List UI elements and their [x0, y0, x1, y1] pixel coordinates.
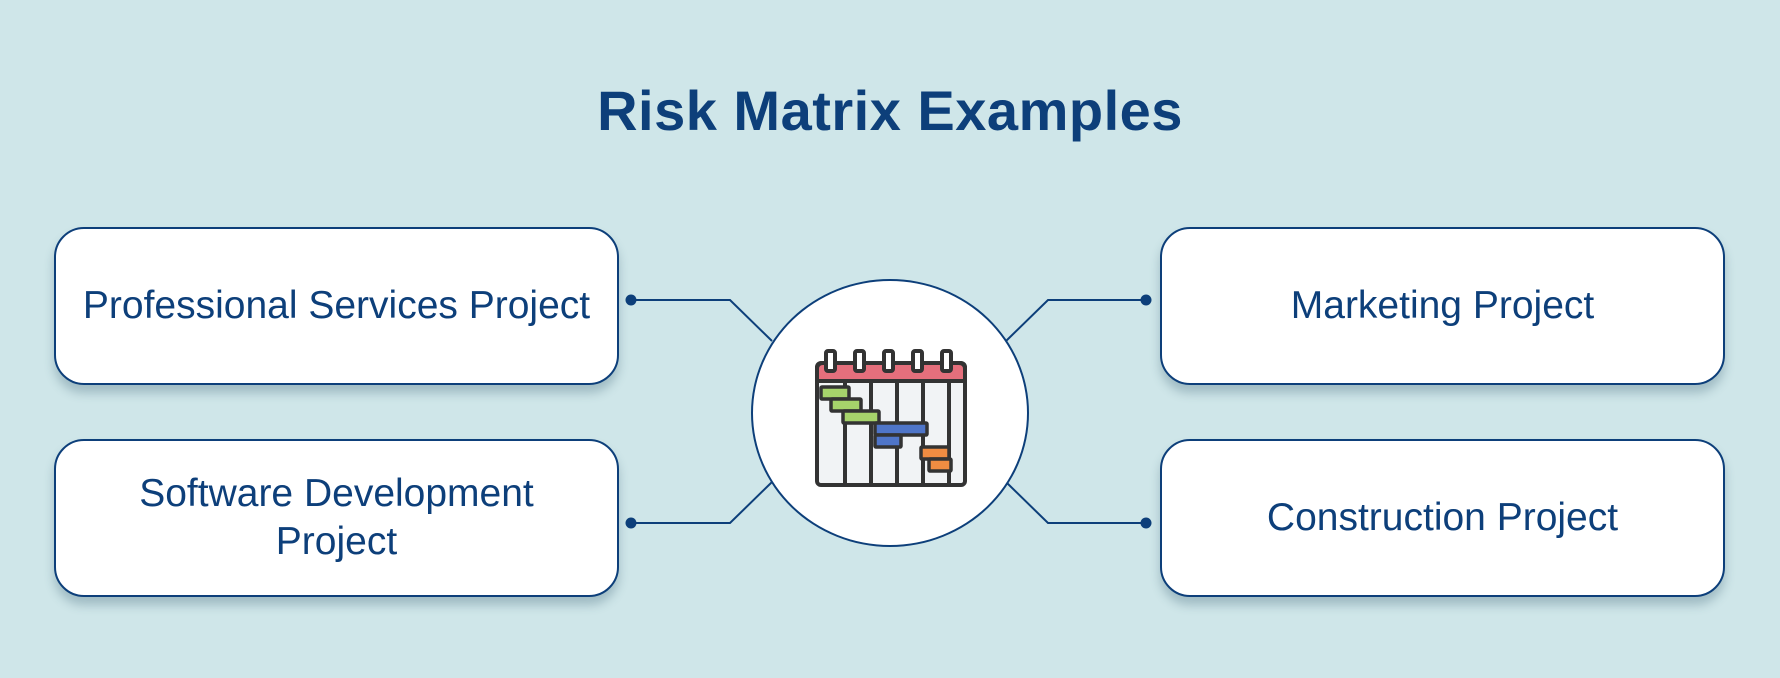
connector-bottom-left — [631, 481, 773, 524]
gantt-chart-calendar-icon — [815, 349, 967, 487]
diagram-title: Risk Matrix Examples — [597, 79, 1183, 142]
card-construction: Construction Project — [1160, 439, 1725, 597]
connector-dot-top-right — [1140, 294, 1152, 306]
card-marketing: Marketing Project — [1160, 227, 1725, 385]
card-software-development: Software Development Project — [54, 439, 619, 597]
connector-dot-bottom-left — [625, 517, 637, 529]
connector-top-left — [631, 299, 773, 342]
card-label: Software Development Project — [139, 472, 534, 563]
center-hub — [751, 279, 1029, 547]
card-label: Construction Project — [1266, 496, 1619, 539]
card-label: Professional Services Project — [82, 284, 591, 327]
connector-bottom-right — [1005, 481, 1146, 524]
card-label: Marketing Project — [1290, 284, 1595, 327]
connector-top-right — [1005, 299, 1146, 342]
connector-dot-top-left — [625, 294, 637, 306]
card-professional-services: Professional Services Project — [54, 227, 619, 385]
connector-dot-bottom-right — [1140, 517, 1152, 529]
